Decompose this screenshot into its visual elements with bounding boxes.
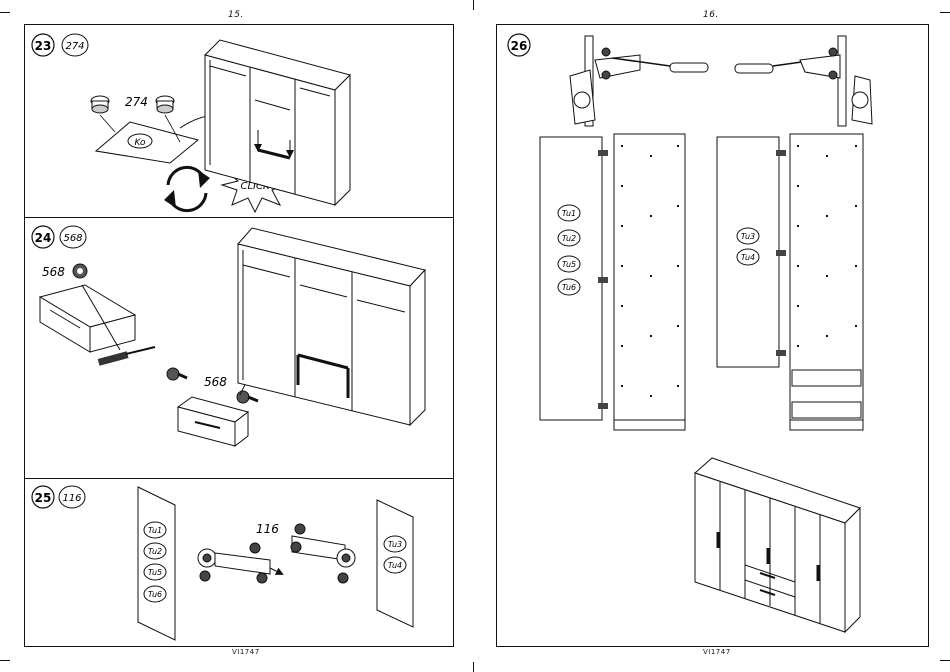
part-callout: 568 [204,375,227,389]
step-25: 25 116 Tu1 Tu2 Tu5 Tu6 116 [32,486,413,640]
wardrobe-carcass [238,228,425,425]
screw-icon [73,264,87,278]
part-number-badge: 568 [63,233,82,244]
part-number-badge: 116 [62,493,81,504]
door-label: Tu6 [148,590,162,599]
door-panel [540,137,602,420]
hinge-icon [570,36,640,126]
drawer-side-detail [40,285,135,352]
door-label: Tu1 [562,209,576,218]
door-label: Tu4 [388,561,402,570]
step-number: 24 [35,231,52,245]
door-panel-left [138,487,175,640]
door-label: Tu4 [741,253,755,262]
step-number: 25 [35,491,52,505]
door-label: Tu2 [148,547,162,556]
part-callout: 568 [42,265,65,279]
drawer-box [178,397,248,446]
door-label: Tu5 [562,260,576,269]
side-panel [614,134,685,420]
door-label: Tu3 [741,232,755,241]
finished-wardrobe [695,458,860,632]
rotate-arrows-icon [164,167,210,210]
step-24: 24 568 568 568 [32,226,425,446]
part-callout: 116 [256,522,279,536]
door-label: Tu1 [148,526,162,535]
step-number: 23 [35,39,52,53]
step-number: 26 [511,39,528,53]
hinge-icon [291,524,355,583]
screwdriver-icon [98,347,155,366]
door-label: Tu5 [148,568,162,577]
step-23: 23 274 274 Ko CLICK [32,34,350,212]
step-26: 26 [508,34,872,632]
part-callout: 274 [125,95,148,109]
hinge-icon [198,543,282,583]
door-label: Tu3 [388,540,402,549]
wardrobe-carcass [205,40,350,205]
panel-label: Ko [134,138,146,148]
hinge-icon [800,36,872,126]
part-number-badge: 274 [65,41,84,52]
door-label: Tu2 [562,234,576,243]
door-label: Tu6 [562,283,576,292]
